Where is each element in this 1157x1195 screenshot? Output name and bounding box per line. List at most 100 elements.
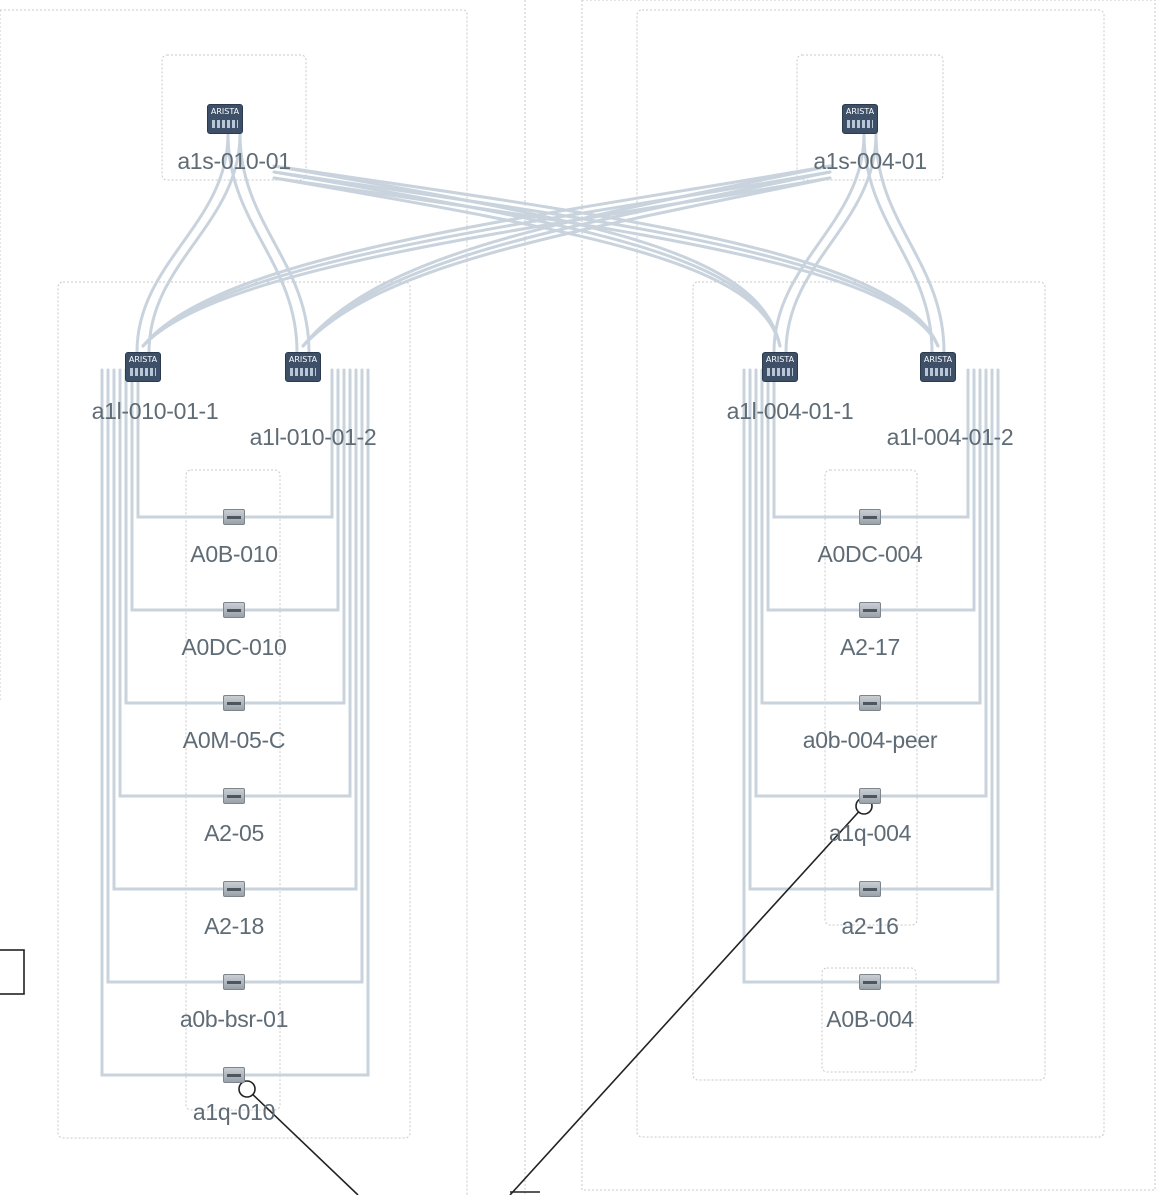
- left-host-label: a0b-bsr-01: [179, 1006, 289, 1032]
- cross-link: [272, 164, 940, 348]
- brand-label: ARISTA: [845, 107, 875, 116]
- left-host-link: [244, 368, 364, 984]
- right-host-link: [880, 368, 988, 798]
- left-host-label: A2-05: [204, 820, 264, 846]
- server-icon[interactable]: [859, 974, 881, 990]
- right-host-link: [880, 368, 1000, 984]
- left-host-link: [244, 368, 334, 519]
- spine-leaf-link: [135, 132, 230, 354]
- right-host-link: [880, 368, 970, 519]
- cross-link: [301, 170, 832, 348]
- cross-link: [272, 170, 940, 348]
- server-icon[interactable]: [223, 695, 245, 711]
- server-icon[interactable]: [859, 788, 881, 804]
- leaf-right-2-label: a1l-004-01-2: [886, 424, 1014, 450]
- server-icon[interactable]: [859, 602, 881, 618]
- left-host-link: [136, 368, 224, 519]
- arista-switch-icon[interactable]: ARISTA: [762, 352, 798, 382]
- left-host-link: [100, 368, 224, 1077]
- spine-leaf-link: [226, 132, 299, 354]
- right-host-label: a1q-004: [828, 820, 912, 846]
- leaf-left-1-label: a1l-010-01-1: [91, 398, 219, 424]
- server-icon[interactable]: [223, 788, 245, 804]
- arista-switch-icon[interactable]: ARISTA: [842, 104, 878, 134]
- left-host-link: [112, 368, 224, 891]
- cross-link: [301, 176, 832, 348]
- arista-switch-icon[interactable]: ARISTA: [285, 352, 321, 382]
- arista-switch-icon[interactable]: ARISTA: [207, 104, 243, 134]
- right-host-label: a0b-004-peer: [802, 727, 938, 753]
- brand-label: ARISTA: [765, 355, 795, 364]
- left-host-link: [244, 368, 346, 705]
- brand-label: ARISTA: [923, 355, 953, 364]
- right-host-link: [748, 368, 860, 891]
- site-group-right: [581, 0, 1156, 1191]
- right-host-link: [766, 368, 860, 612]
- spine-leaf-link: [784, 132, 878, 354]
- right-host-label: A0DC-004: [817, 541, 923, 567]
- spine-leaf-link: [874, 132, 946, 354]
- host-group-right: [824, 469, 918, 926]
- leaf-right-1-label: a1l-004-01-1: [726, 398, 854, 424]
- cross-link: [141, 170, 832, 348]
- spine-right-label: a1s-004-01: [813, 148, 927, 174]
- cross-link: [301, 164, 832, 348]
- host-group-right-b: [821, 967, 917, 1073]
- left-host-label: A0DC-010: [181, 634, 287, 660]
- site-group-right-inner: [636, 9, 1105, 1138]
- brand-label: ARISTA: [288, 355, 318, 364]
- cross-link: [141, 164, 832, 348]
- right-host-label: A2-17: [840, 634, 900, 660]
- server-icon[interactable]: [223, 1067, 245, 1083]
- spine-leaf-link: [238, 132, 311, 354]
- left-host-link: [244, 368, 352, 798]
- server-icon[interactable]: [859, 881, 881, 897]
- left-host-label: A0B-010: [190, 541, 278, 567]
- right-host-link: [760, 368, 860, 705]
- right-host-link: [754, 368, 860, 798]
- server-icon[interactable]: [223, 509, 245, 525]
- server-icon[interactable]: [223, 602, 245, 618]
- left-host-link: [244, 368, 358, 891]
- annotation-line-left: [246, 1088, 359, 1195]
- server-icon[interactable]: [223, 974, 245, 990]
- left-host-link: [244, 368, 370, 1077]
- server-icon[interactable]: [223, 881, 245, 897]
- left-host-link: [130, 368, 224, 612]
- right-host-label: a2-16: [841, 913, 899, 939]
- left-host-link: [124, 368, 224, 705]
- left-host-label: a1q-010: [192, 1099, 276, 1125]
- right-host-link: [880, 368, 976, 612]
- spine-group-right: [796, 54, 944, 181]
- right-host-link: [742, 368, 860, 984]
- leaf-group-right: [692, 281, 1046, 1081]
- host-group-left: [185, 469, 281, 1111]
- brand-label: ARISTA: [128, 355, 158, 364]
- arista-switch-icon[interactable]: ARISTA: [125, 352, 161, 382]
- leaf-left-2-label: a1l-010-01-2: [249, 424, 377, 450]
- left-host-label: A0M-05-C: [182, 727, 286, 753]
- endpoint-marker-left: [238, 1080, 256, 1098]
- leaf-group-left: [57, 281, 411, 1139]
- left-host-link: [106, 368, 224, 984]
- right-host-link: [880, 368, 982, 705]
- cross-link: [141, 176, 832, 348]
- spine-leaf-link: [772, 132, 866, 354]
- site-group-left: [0, 9, 468, 1195]
- spine-leaf-link: [147, 132, 242, 354]
- spine-leaf-link: [862, 132, 934, 354]
- right-host-link: [772, 368, 860, 519]
- right-host-label: A0B-004: [826, 1006, 914, 1032]
- brand-label: ARISTA: [210, 107, 240, 116]
- server-icon[interactable]: [859, 695, 881, 711]
- left-host-link: [244, 368, 340, 612]
- right-host-link: [880, 368, 994, 891]
- server-icon[interactable]: [859, 509, 881, 525]
- left-host-label: A2-18: [204, 913, 264, 939]
- selection-box: [0, 949, 25, 995]
- arista-switch-icon[interactable]: ARISTA: [920, 352, 956, 382]
- annotation-line-right: [509, 805, 865, 1195]
- left-host-link: [118, 368, 224, 798]
